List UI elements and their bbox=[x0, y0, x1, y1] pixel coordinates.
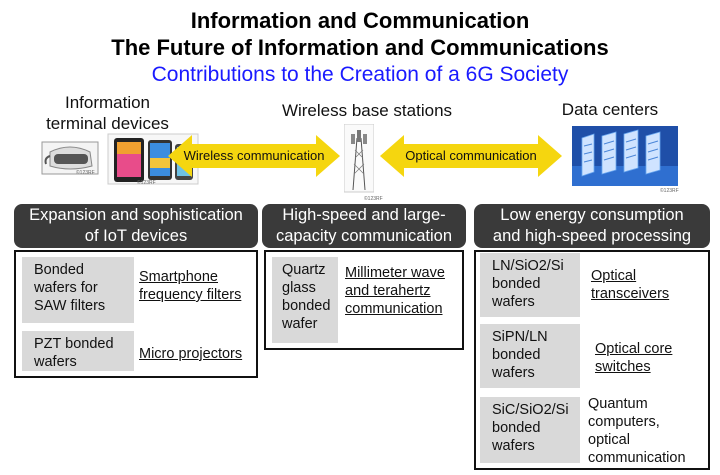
application-text: frequency filters bbox=[139, 287, 242, 303]
application-text: Smartphone bbox=[139, 269, 218, 285]
section-highspeed-header-line-2: capacity communication bbox=[275, 227, 453, 245]
material-box-pzt: PZT bonded wafers bbox=[22, 331, 134, 371]
application-optical-transceivers: Optical transceivers bbox=[591, 267, 706, 303]
watermark-2: ©123RF bbox=[137, 180, 156, 186]
application-text: communication bbox=[588, 450, 686, 466]
material-box-sipn-ln: SiPN/LN bonded wafers bbox=[480, 324, 580, 388]
section-iot-header-line-1: Expansion and sophistication bbox=[29, 206, 243, 224]
material-box-sic-sio2-si: SiC/SiO2/Si bonded wafers bbox=[480, 397, 580, 463]
application-text: Quantum bbox=[588, 396, 648, 412]
section-highspeed-header: High-speed and large- capacity communica… bbox=[262, 204, 466, 248]
subtitle: Contributions to the Creation of a 6G So… bbox=[151, 63, 569, 86]
watermark-1: ©123RF bbox=[76, 170, 95, 176]
application-millimeter-wave: Millimeter wave and terahertz communicat… bbox=[345, 264, 463, 318]
material-text: bonded bbox=[492, 276, 541, 292]
title-line-1: Information and Communication bbox=[190, 8, 530, 33]
application-text: transceivers bbox=[591, 286, 670, 302]
application-text: Micro projectors bbox=[139, 346, 243, 362]
material-text: wafers for bbox=[34, 280, 98, 296]
application-text: communication bbox=[345, 301, 443, 317]
material-text: wafers bbox=[34, 354, 77, 370]
base-stations-label: Wireless base stations bbox=[281, 101, 453, 120]
material-text: wafers bbox=[492, 294, 535, 310]
material-box-ln-sio2-si: LN/SiO2/Si bonded wafers bbox=[480, 253, 580, 317]
material-text: bonded bbox=[492, 420, 541, 436]
material-text: wafer bbox=[282, 316, 318, 332]
material-text: glass bbox=[282, 280, 316, 296]
material-text: PZT bonded bbox=[34, 336, 114, 352]
terminal-devices-label: Information terminal devices bbox=[20, 92, 195, 134]
application-text: computers, bbox=[588, 414, 660, 430]
terminal-label-line-1: Information bbox=[64, 93, 151, 112]
application-text: Optical core bbox=[595, 341, 673, 357]
application-text: optical bbox=[588, 432, 630, 448]
application-smartphone-filters: Smartphone frequency filters bbox=[139, 268, 257, 304]
watermark-3: ©123RF bbox=[364, 196, 383, 202]
base-station-tower-icon bbox=[344, 124, 374, 193]
material-text: wafers bbox=[492, 365, 535, 381]
section-iot-header: Expansion and sophistication of IoT devi… bbox=[14, 204, 258, 248]
optical-communication-label: Optical communication bbox=[405, 148, 537, 163]
terminal-label-line-2: terminal devices bbox=[46, 114, 169, 133]
optical-arrow bbox=[380, 135, 562, 177]
material-text: bonded bbox=[492, 347, 541, 363]
section-highspeed-header-line-1: High-speed and large- bbox=[282, 206, 446, 224]
wireless-arrow bbox=[168, 135, 340, 177]
section-lowenergy-header: Low energy consumption and high-speed pr… bbox=[474, 204, 710, 248]
application-quantum-computers: Quantum computers, optical communication bbox=[588, 395, 708, 467]
section-lowenergy-header-line-2: and high-speed processing bbox=[492, 227, 692, 245]
title-line-2: The Future of Information and Communicat… bbox=[111, 35, 609, 60]
material-text: bonded bbox=[282, 298, 331, 314]
material-text: Quartz bbox=[282, 262, 326, 278]
application-text: Millimeter wave bbox=[345, 265, 445, 281]
material-text: Bonded bbox=[34, 262, 84, 278]
application-text: switches bbox=[595, 359, 651, 375]
material-box-quartz: Quartz glass bonded wafer bbox=[272, 257, 338, 343]
material-text: SAW filters bbox=[34, 298, 106, 314]
material-text: SiPN/LN bbox=[492, 329, 548, 345]
wireless-communication-label: Wireless communication bbox=[183, 148, 325, 163]
material-box-saw: Bonded wafers for SAW filters bbox=[22, 257, 134, 323]
vr-headset-icon bbox=[41, 141, 99, 175]
section-lowenergy-header-line-1: Low energy consumption bbox=[500, 206, 684, 224]
application-micro-projectors: Micro projectors bbox=[139, 345, 257, 363]
material-text: LN/SiO2/Si bbox=[492, 258, 564, 274]
data-centers-label: Data centers bbox=[561, 100, 659, 119]
application-text: Optical bbox=[591, 268, 637, 284]
server-rack-icon bbox=[572, 126, 678, 186]
material-text: SiC/SiO2/Si bbox=[492, 402, 569, 418]
application-optical-core-switches: Optical core switches bbox=[595, 340, 707, 376]
watermark-4: ©123RF bbox=[660, 188, 679, 194]
section-iot-header-line-2: of IoT devices bbox=[84, 227, 188, 245]
material-text: wafers bbox=[492, 438, 535, 454]
application-text: and terahertz bbox=[345, 283, 431, 299]
